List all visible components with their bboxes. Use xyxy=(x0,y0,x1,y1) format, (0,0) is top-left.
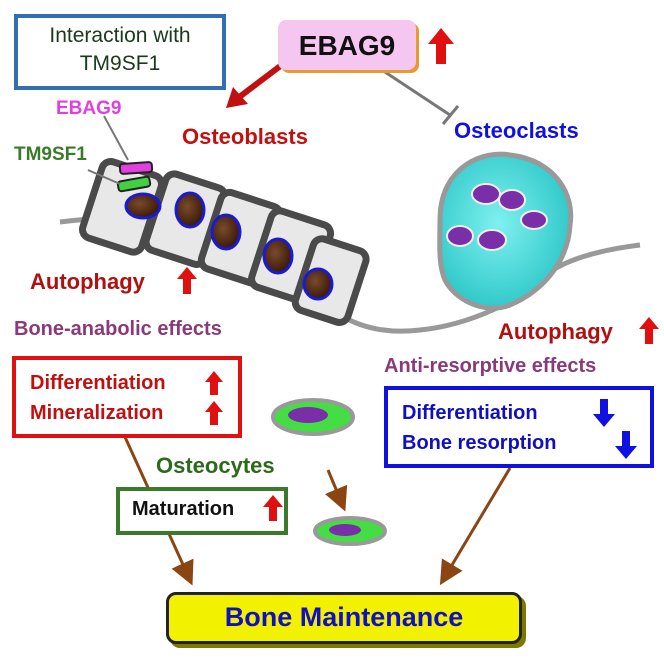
osteoblast-nucleus xyxy=(174,191,206,229)
right-bone-resorption-label: Bone resorption xyxy=(402,432,557,454)
osteoclast-nucleus xyxy=(471,183,501,205)
osteoclast-effects-box xyxy=(384,386,654,468)
autophagy-left-up-arrow-icon xyxy=(177,267,197,294)
maturation-box xyxy=(116,487,288,535)
osteoblast-effects-box xyxy=(12,356,242,438)
osteoblast-nucleus xyxy=(302,267,334,301)
osteoclast-nucleus xyxy=(446,225,474,247)
interaction-line1: Interaction with xyxy=(49,24,191,47)
osteocyte-nucleus xyxy=(329,524,361,536)
osteoblast-nucleus xyxy=(210,213,242,251)
osteoclast-cell xyxy=(437,151,574,311)
osteoblasts-label: Osteoblasts xyxy=(182,124,308,149)
differentiation-up-arrow-icon xyxy=(205,371,223,395)
osteoclast-nucleus xyxy=(498,189,526,211)
bone-maintenance-box xyxy=(166,592,522,644)
left-differentiation-label: Differentiation xyxy=(30,372,166,394)
maturation-up-arrow-icon xyxy=(263,495,283,521)
autophagy-left-label: Autophagy xyxy=(30,269,145,294)
osteoblast-nucleus xyxy=(262,237,294,275)
tm9sf1-molecule-icon xyxy=(116,175,152,193)
ebag9-to-osteoblasts-arrow xyxy=(236,61,285,101)
ebag9-main-label: EBAG9 xyxy=(298,30,396,61)
ebag9-up-arrow-icon xyxy=(428,28,454,64)
osteoblast-nucleus xyxy=(124,192,162,220)
anti-resorptive-label: Anti-resorptive effects xyxy=(384,355,597,377)
ebag9-inhibits-osteoclasts xyxy=(384,70,451,117)
ebag9-molecule-icon xyxy=(118,161,154,175)
left-mineralization-label: Mineralization xyxy=(30,402,164,424)
osteocyte-maturation-arrow xyxy=(325,469,348,512)
right-differentiation-label: Differentiation xyxy=(402,402,538,424)
right-to-bone-arrow xyxy=(439,467,512,586)
osteocytes-label: Osteocytes xyxy=(156,453,275,478)
bone-resorption-down-arrow-icon xyxy=(615,431,637,459)
differentiation-down-arrow-icon xyxy=(593,399,615,427)
osteoclast-nucleus xyxy=(520,210,548,230)
autophagy-right-label: Autophagy xyxy=(498,319,613,344)
osteoclast-nucleus xyxy=(477,229,507,251)
autophagy-right-up-arrow-icon xyxy=(639,317,659,344)
osteoblast-chain xyxy=(78,115,370,326)
ebag9-small-label: EBAG9 xyxy=(56,98,122,119)
maturation-label: Maturation xyxy=(132,498,235,520)
tm9sf1-small-label: TM9SF1 xyxy=(14,144,87,165)
ebag9-to-osteoblasts-arrowhead xyxy=(226,87,248,108)
bone-maintenance-label: Bone Maintenance xyxy=(224,602,464,632)
osteoclasts-label: Osteoclasts xyxy=(454,118,579,143)
ebag9-main-box xyxy=(278,20,416,70)
mineralization-up-arrow-icon xyxy=(205,401,223,425)
bone-anabolic-label: Bone-anabolic effects xyxy=(14,318,222,340)
osteocyte-nucleus xyxy=(288,407,328,423)
interaction-box xyxy=(14,14,226,90)
interaction-line2: TM9SF1 xyxy=(79,52,161,75)
